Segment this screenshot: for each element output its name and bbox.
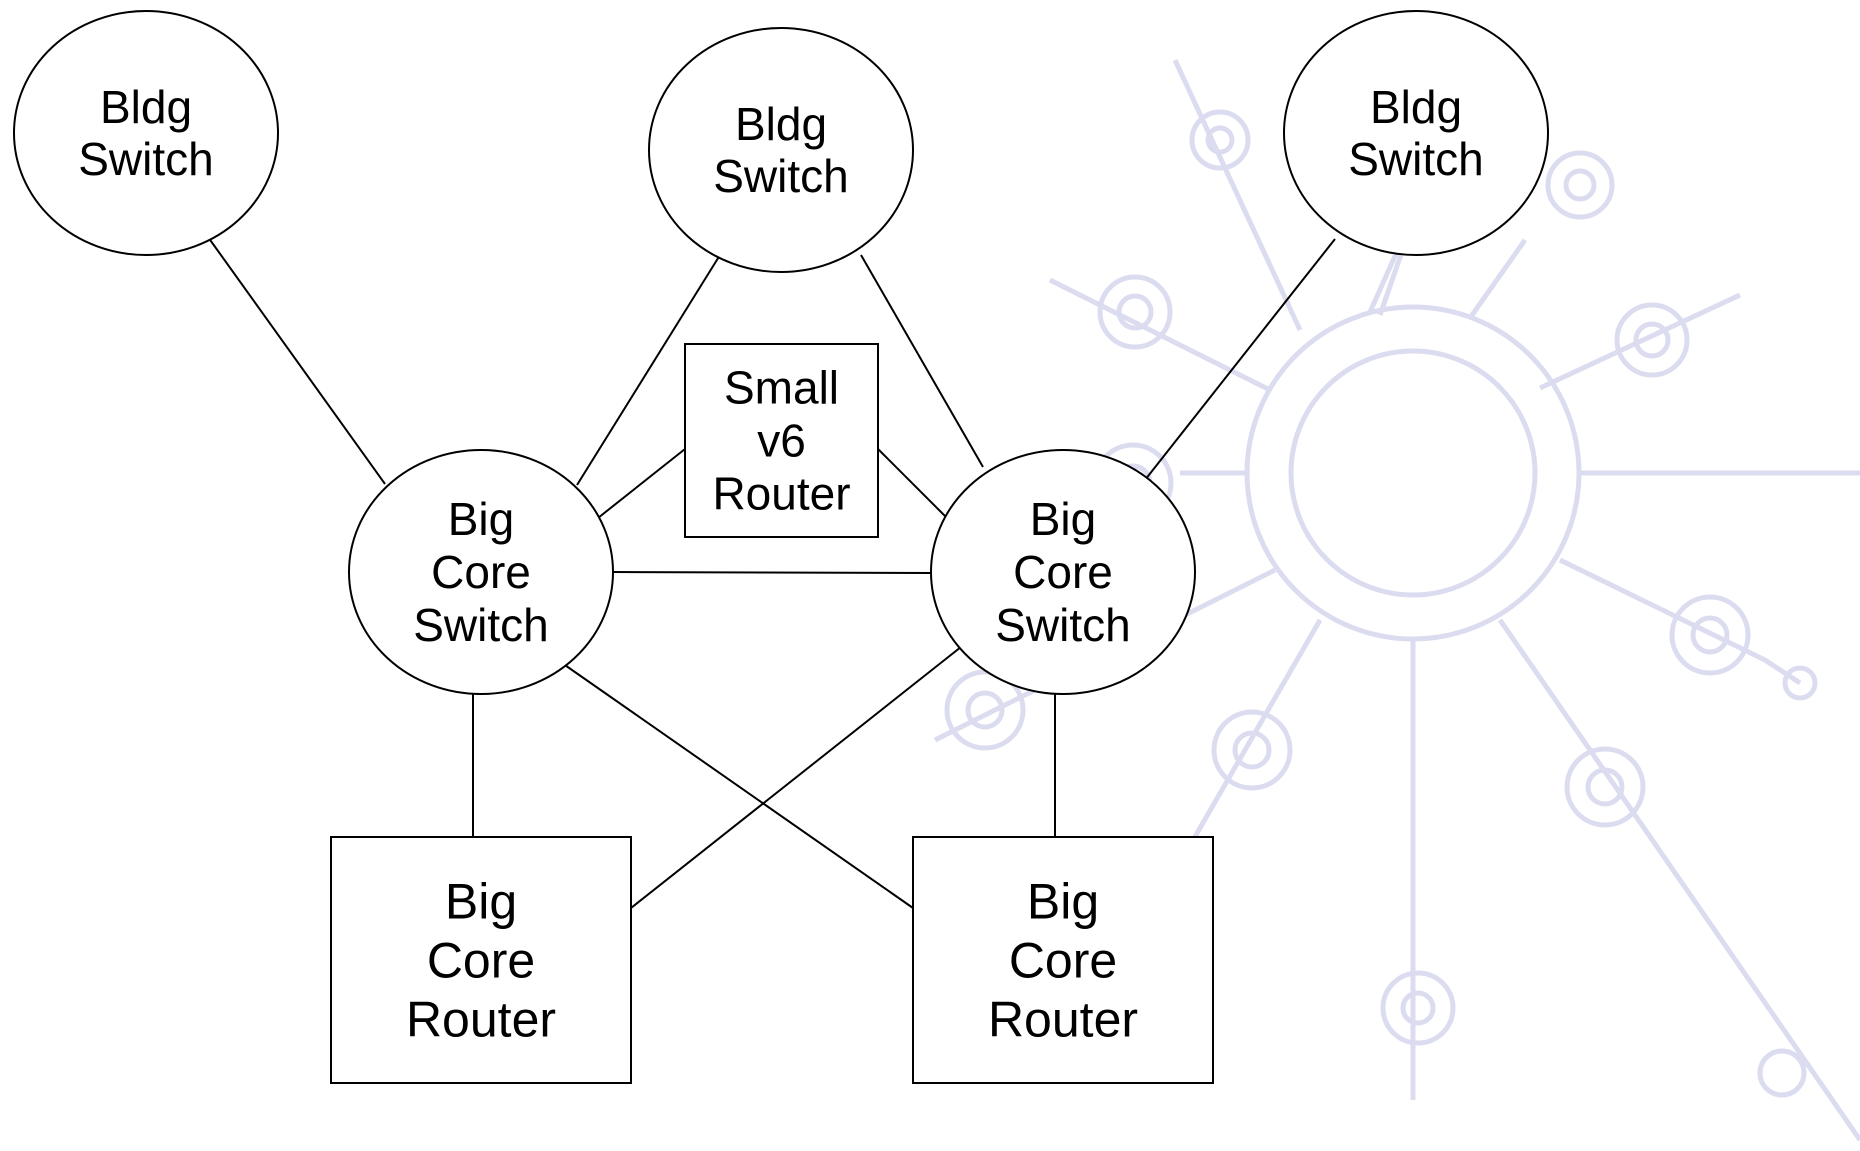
big-core-router-right-label-line: Router: [988, 992, 1138, 1048]
edge-big-core-switch-right-to-big-core-router-left: [630, 642, 967, 909]
edge-small-v6-router-to-big-core-switch-right: [877, 448, 948, 519]
big-core-router-left-box: [330, 836, 632, 1084]
edge-big-core-switch-left-to-big-core-switch-right: [613, 571, 932, 574]
big-core-switch-right-label-line: Big: [1030, 493, 1096, 545]
bldg-switch-1-label-line: Bldg: [100, 81, 192, 133]
big-core-switch-left-label-line: Switch: [413, 599, 548, 651]
edge-big-core-switch-left-to-big-core-router-right: [561, 662, 914, 909]
small-v6-router-label-line: v6: [757, 415, 806, 467]
big-core-router-left-label-line: Core: [427, 933, 535, 989]
bldg-switch-1-ellipse: [13, 10, 279, 256]
big-core-switch-right-label-line: Switch: [995, 599, 1130, 651]
big-core-switch-left-label-line: Big: [448, 493, 514, 545]
edge-bldg-switch-3-to-big-core-switch-right: [1140, 238, 1336, 486]
big-core-switch-left-ellipse: [348, 449, 614, 695]
edge-bldg-switch-2-to-big-core-switch-left: [576, 254, 721, 486]
bldg-switch-2-label-line: Bldg: [735, 98, 827, 150]
edge-bldg-switch-1-to-big-core-switch-left: [207, 236, 386, 485]
big-core-switch-left-label-line: Core: [431, 546, 531, 598]
big-core-router-left-label-line: Router: [406, 992, 556, 1048]
bldg-switch-2-ellipse: [648, 27, 914, 273]
big-core-router-right-label-line: Core: [1009, 933, 1117, 989]
big-core-switch-right-label-line: Core: [1013, 546, 1113, 598]
connections: [207, 236, 1336, 909]
bldg-switch-3-label-line: Bldg: [1370, 81, 1462, 133]
bldg-switch-2-label-line: Switch: [713, 150, 848, 202]
big-core-router-right-box: [912, 836, 1214, 1084]
small-v6-router-label-line: Router: [712, 468, 850, 520]
big-core-router-left-label-line: Big: [445, 874, 517, 930]
small-v6-router-box: [684, 343, 879, 538]
bldg-switch-1-label-line: Switch: [78, 133, 213, 185]
nodes: BldgSwitchBldgSwitchBldgSwitchSmallv6Rou…: [13, 10, 1549, 1084]
edge-small-v6-router-to-big-core-switch-left: [597, 448, 686, 519]
small-v6-router-label-line: Small: [724, 362, 839, 414]
bldg-switch-3-ellipse: [1283, 10, 1549, 256]
edge-bldg-switch-2-to-big-core-switch-right: [860, 254, 984, 468]
bldg-switch-3-label-line: Switch: [1348, 133, 1483, 185]
big-core-switch-right-ellipse: [930, 449, 1196, 695]
big-core-router-right-label-line: Big: [1027, 874, 1099, 930]
